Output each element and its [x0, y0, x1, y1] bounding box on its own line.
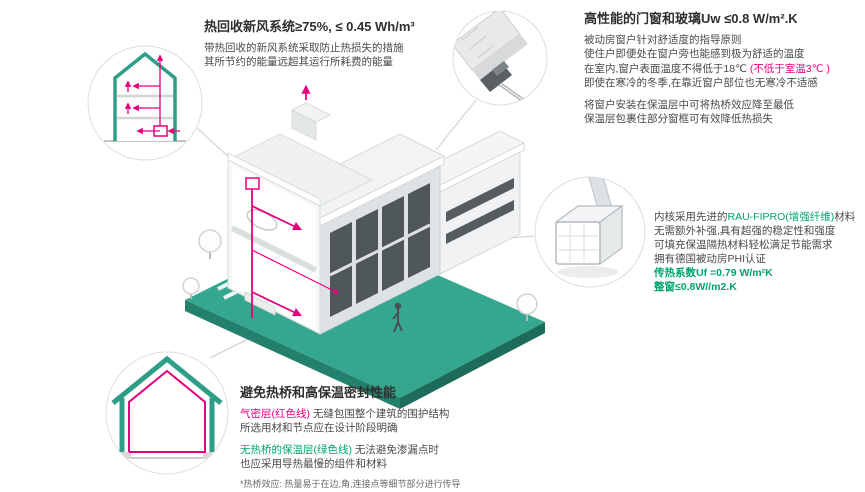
profile-line: 拥有德国被动房PHI认证 — [654, 253, 767, 265]
building-3d — [226, 84, 526, 335]
thermal-bridge-section: 避免热桥和高保温密封性能 气密层(红色线) 无缝包围整个建筑的围护结构 所选用材… — [240, 385, 525, 491]
profile-line-part: 材料 — [834, 211, 856, 223]
heat-recovery-section: 热回收新风系统≥75%, ≤ 0.45 Wh/m³ 带热回收的新风系统采取防止热… — [204, 19, 454, 70]
tree-icon — [516, 293, 538, 315]
airflow-arrows — [124, 54, 180, 135]
wing-window-band — [446, 178, 514, 222]
thermal-bridge-line: 气密层(红色线) 无缝包围整个建筑的围护结构 — [240, 407, 525, 422]
windows-line: 即使在寒冷的冬季,在靠近窗户部位也无寒冷不适感 — [584, 77, 818, 89]
tree-icon — [198, 229, 222, 253]
glass-panels — [329, 183, 431, 317]
thermal-bridge-circle — [105, 351, 229, 475]
window-profile-circle — [534, 176, 646, 288]
thermal-bridge-line: 所选用材和节点应在设计阶段明确 — [240, 422, 398, 434]
windows-section: 高性能的门窗和玻璃Uw ≤0.8 W/m².K 被动房窗户针对舒适度的指导原则 … — [584, 11, 862, 127]
profile-material-name: RAU-FIPRO(增强纤维) — [727, 211, 835, 223]
ventilation-ducts — [251, 84, 340, 318]
uf-value: 传热系数Uf =0.79 W/m²K — [654, 267, 773, 279]
windows-line-part: 在室内,窗户表面温度不得低于18℃ — [584, 62, 750, 75]
leader-line-window-corner — [435, 99, 477, 151]
airtight-layer-label: 气密层(红色线) — [240, 407, 310, 420]
thermal-bridge-line: 也应采用导热最慢的组件和材料 — [240, 458, 387, 470]
insulation-outline-green — [111, 355, 223, 452]
heat-recovery-line: 其所节约的能量远超其运行所耗费的能量 — [204, 56, 393, 68]
trees — [182, 229, 538, 321]
base-right-edge — [400, 322, 545, 409]
person-figure — [392, 302, 403, 333]
profile-section: 内核采用先进的RAU-FIPRO(增强纤维)材料 无需额外补强,具有超强的稳定性… — [654, 210, 865, 294]
tree-icon — [182, 277, 200, 295]
wing-window-band — [446, 200, 514, 244]
floor-slab — [230, 225, 318, 273]
windows-line: 在室内,窗户表面温度不得低于18℃ (不低于室温3℃ ) — [584, 62, 862, 77]
heat-recovery-line: 带热回收的新风系统采取防止热损失的措施 — [204, 41, 404, 54]
thermal-bridge-footnote: *热桥效应: 热量易于在边,角,连接点等细节部分进行传导 — [240, 478, 461, 489]
windows-title: 高性能的门窗和玻璃Uw ≤0.8 W/m².K — [584, 11, 798, 26]
insulation-layer — [472, 34, 528, 80]
ventilation-detail-circle — [87, 45, 203, 161]
profile-line: 可填充保温隔热材料轻松满足节能需求 — [654, 239, 833, 251]
roof-bulkhead — [291, 109, 317, 141]
profile-line: 内核采用先进的RAU-FIPRO(增强纤维)材料 — [654, 210, 865, 224]
profile-line: 无需额外补强,具有超强的稳定性和强度 — [654, 225, 836, 237]
airtight-outline-red — [128, 369, 206, 453]
windows-line: 保温层包裹住部分窗框可有效降低热损失 — [584, 113, 773, 125]
window-corner-circle — [452, 10, 548, 106]
windows-line: 被动房窗户针对舒适度的指导原则 — [584, 33, 742, 46]
heat-recovery-title: 热回收新风系统≥75%, ≤ 0.45 Wh/m³ — [204, 19, 415, 34]
uw-value: 整窗≤0.8W//m2.K — [654, 281, 737, 293]
windows-line: 将窗户安装在保温层中可将热桥效应降至最低 — [584, 98, 794, 111]
profile-front-face — [555, 221, 601, 265]
hrv-unit — [245, 177, 260, 190]
insulation-layer-label: 无热桥的保温层(绿色线) — [240, 443, 352, 456]
profile-line-part: 内核采用先进的 — [654, 211, 728, 223]
base-left-edge — [185, 300, 400, 409]
thermal-bridge-line-part: 无缝包围整个建筑的围护结构 — [310, 407, 450, 420]
leader-line-thermal — [209, 335, 255, 359]
thermal-bridge-line-part: 无法避免渗漏点时 — [352, 443, 439, 456]
windows-line: 使住户即便处在窗户旁也能感到极为舒适的温度 — [584, 48, 805, 60]
sash-section — [492, 61, 509, 76]
thermal-bridge-title: 避免热桥和高保温密封性能 — [240, 385, 397, 400]
thermal-bridge-line: 无热桥的保温层(绿色线) 无法避免渗漏点时 — [240, 443, 525, 458]
windows-line-highlight: (不低于室温3℃ ) — [749, 62, 830, 75]
